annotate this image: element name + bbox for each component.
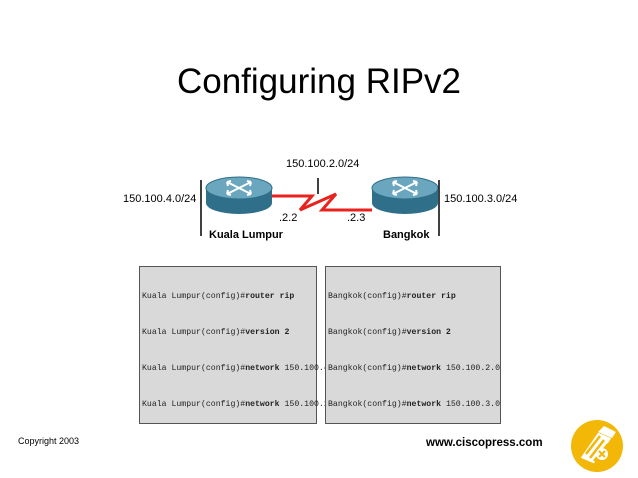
router-icon: [371, 176, 439, 214]
config-line: Bangkok(config)#network 150.100.2.0: [328, 364, 500, 373]
router-label-bangkok: Bangkok: [383, 229, 430, 241]
config-line: Kuala Lumpur(config)#network 150.100.4.0: [142, 364, 339, 373]
ciscopress-logo: [571, 420, 623, 472]
config-line: Kuala Lumpur(config)#network 150.100.2.0: [142, 400, 339, 409]
router-label-kuala-lumpur: Kuala Lumpur: [209, 229, 283, 241]
config-line: Bangkok(config)#network 150.100.3.0: [328, 400, 500, 409]
middle-network-label: 150.100.2.0/24: [286, 158, 360, 170]
config-line: Bangkok(config)#version 2: [328, 328, 451, 337]
router-icon: [205, 176, 273, 214]
config-line: Kuala Lumpur(config)#router rip: [142, 292, 295, 301]
config-box-bangkok: Bangkok(config)#router rip Bangkok(confi…: [325, 266, 501, 424]
footer-url: www.ciscopress.com: [426, 437, 543, 449]
right-network-label: 150.100.3.0/24: [444, 193, 518, 205]
right-interface-label: .2.3: [347, 212, 366, 224]
config-box-kuala-lumpur: Kuala Lumpur(config)#router rip Kuala Lu…: [139, 266, 339, 424]
left-network-label: 150.100.4.0/24: [123, 193, 197, 205]
copyright-text: Copyright 2003: [18, 436, 80, 446]
slide-title: Configuring RIPv2: [176, 62, 462, 101]
serial-link: [270, 192, 372, 212]
config-line: Bangkok(config)#router rip: [328, 292, 456, 301]
config-line: Kuala Lumpur(config)#version 2: [142, 328, 290, 337]
left-interface-label: .2.2: [279, 212, 298, 224]
